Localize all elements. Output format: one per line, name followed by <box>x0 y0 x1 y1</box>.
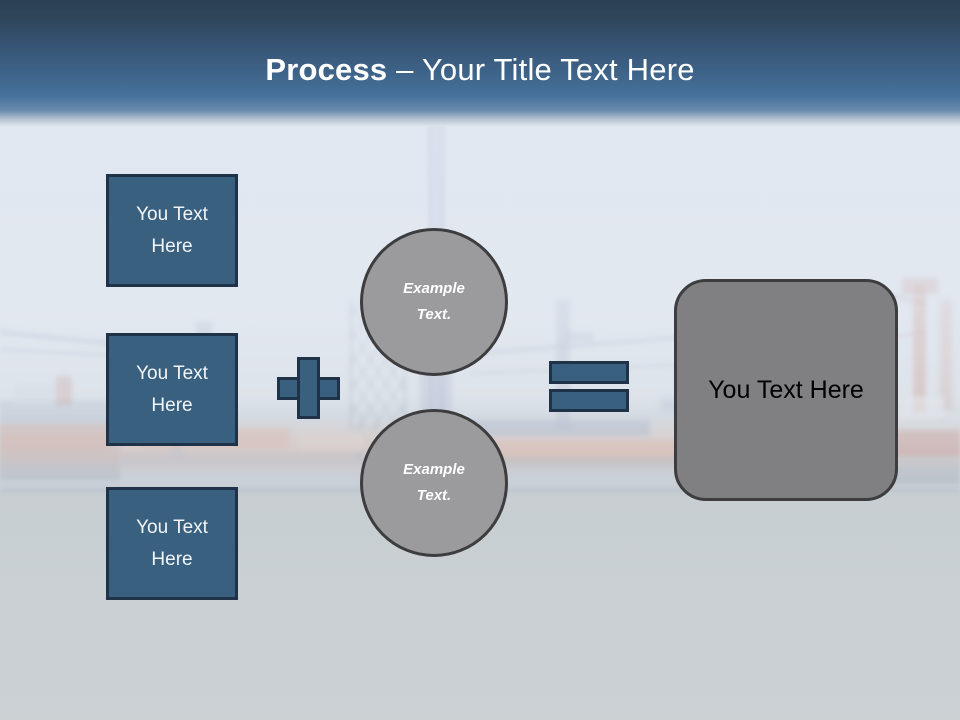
example-circle-2-line1: Example <box>403 460 465 478</box>
plus-icon <box>277 357 340 419</box>
example-circle-2[interactable]: Example Text. <box>360 409 508 557</box>
page-title-rest: – Your Title Text Here <box>387 52 695 87</box>
page-title: Process – Your Title Text Here <box>0 52 960 88</box>
input-box-2-line2: Here <box>151 394 193 416</box>
input-box-1-line1: You Text <box>136 204 208 226</box>
example-circle-2-label: Example Text. <box>403 457 465 510</box>
title-bar: Process – Your Title Text Here <box>0 0 960 126</box>
input-box-3-line1: You Text <box>136 517 208 539</box>
input-box-2-label: You Text Here <box>130 358 214 421</box>
input-box-3-line2: Here <box>151 548 193 570</box>
example-circle-1-label: Example Text. <box>403 276 465 329</box>
result-box-label: You Text Here <box>708 375 864 404</box>
page-title-bold: Process <box>265 52 388 87</box>
input-box-2[interactable]: You Text Here <box>106 333 238 446</box>
input-box-1-label: You Text Here <box>130 199 214 262</box>
equals-icon <box>549 361 629 412</box>
input-box-1[interactable]: You Text Here <box>106 174 238 287</box>
equals-top-bar <box>549 361 629 384</box>
example-circle-1-line2: Text. <box>416 306 452 323</box>
result-box[interactable]: You Text Here <box>674 279 898 501</box>
equals-bottom-bar <box>549 389 629 412</box>
input-box-3-label: You Text Here <box>130 512 214 575</box>
example-circle-2-line2: Text. <box>416 487 452 504</box>
input-box-3[interactable]: You Text Here <box>106 487 238 600</box>
input-box-2-line1: You Text <box>136 363 208 385</box>
plus-center-fill <box>300 380 317 396</box>
input-box-1-line2: Here <box>151 235 193 257</box>
example-circle-1[interactable]: Example Text. <box>360 228 508 376</box>
example-circle-1-line1: Example <box>403 279 465 297</box>
